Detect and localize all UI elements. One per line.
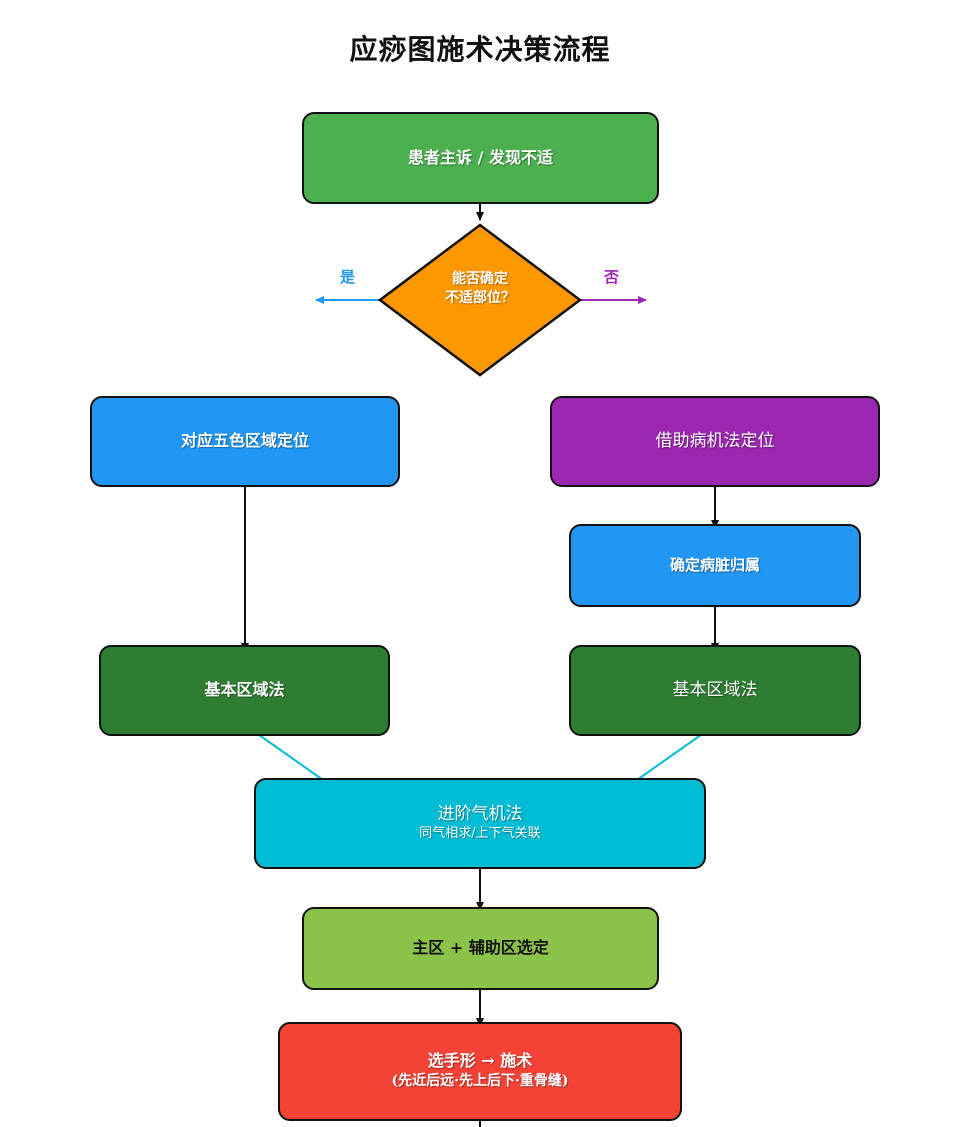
final-node: 选手形 → 施术 (先近后远·先上后下·重骨缝) [278, 1022, 682, 1121]
basic-left-node: 基本区域法 [99, 645, 390, 736]
select-node-label: 主区 + 辅助区选定 [412, 938, 549, 958]
basic-left-node-label: 基本区域法 [204, 680, 285, 700]
yes-label: 是 [340, 268, 356, 286]
final-node-label: 选手形 → 施术 [427, 1051, 533, 1071]
basic-right-node-label: 基本区域法 [672, 680, 758, 701]
start-node-label: 患者主诉 / 发现不适 [408, 147, 553, 167]
start-node: 患者主诉 / 发现不适 [302, 112, 659, 204]
decision-label-line2: 不适部位？ [445, 289, 515, 306]
decision-diamond [377, 223, 583, 377]
organ-node: 确定病脏归属 [569, 524, 861, 607]
five-color-node: 对应五色区域定位 [90, 396, 400, 487]
decision-label-line1: 能否确定 [452, 271, 508, 287]
advanced-node-sublabel: 同气相求/上下气关联 [419, 826, 541, 842]
organ-node-label: 确定病脏归属 [669, 555, 760, 574]
advanced-node: 进阶气机法 同气相求/上下气关联 [254, 778, 706, 869]
five-color-node-label: 对应五色区域定位 [180, 431, 309, 451]
select-node: 主区 + 辅助区选定 [302, 907, 659, 990]
final-node-sublabel: (先近后远·先上后下·重骨缝) [391, 1073, 569, 1090]
no-label: 否 [604, 268, 620, 286]
advanced-node-label: 进阶气机法 [437, 804, 523, 825]
basic-right-node: 基本区域法 [569, 645, 861, 736]
page-title: 应痧图施术决策流程 [349, 33, 611, 66]
pathogenesis-node: 借助病机法定位 [550, 396, 880, 487]
decision-label: 能否确定 不适部位？ [380, 270, 580, 308]
pathogenesis-node-label: 借助病机法定位 [655, 431, 775, 452]
